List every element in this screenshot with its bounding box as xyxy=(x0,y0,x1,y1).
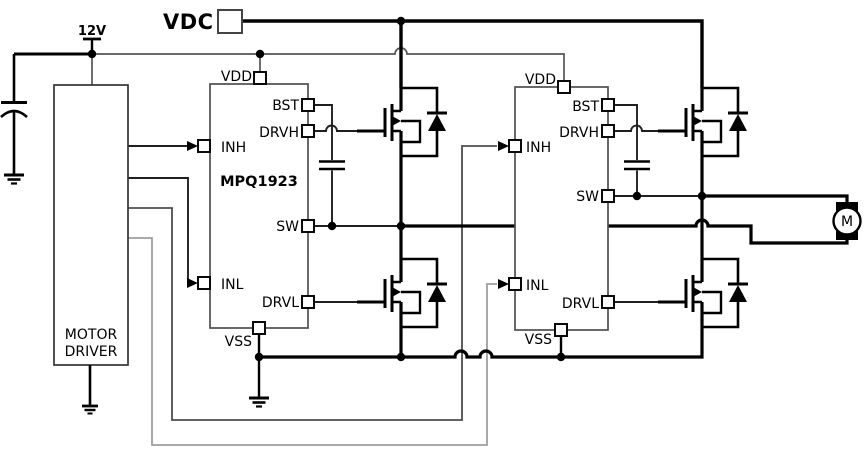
motor-driver-block xyxy=(53,84,129,406)
pin-bst-left xyxy=(301,98,315,112)
vdc-port-icon xyxy=(217,9,243,34)
pin-inl-left xyxy=(197,276,211,290)
input-capacitor xyxy=(0,54,28,174)
pin-label-drvl-right: DRVL xyxy=(562,296,599,312)
pin-label-vdd-left: VDD xyxy=(221,69,252,85)
mosfet-low-side-left xyxy=(355,257,449,329)
arrow-inh-right-icon xyxy=(498,141,509,151)
pin-label-inl-left: INL xyxy=(221,277,244,293)
v12-source xyxy=(14,37,101,56)
fet-source-links xyxy=(399,156,704,357)
pin-vss-right xyxy=(554,323,568,337)
ic-right-body xyxy=(514,86,609,331)
arrow-inl-right-icon xyxy=(498,279,509,289)
pin-label-vdd-right: VDD xyxy=(525,72,556,88)
pin-drvl-right xyxy=(601,295,615,309)
mosfet-high-side-left xyxy=(355,86,449,158)
mosfet-high-side-right xyxy=(656,86,750,158)
pin-sw-right xyxy=(601,189,615,203)
loop-wire-inh-right xyxy=(128,145,497,421)
drvh-left-wire xyxy=(314,124,360,132)
bst-cap-right xyxy=(614,104,650,196)
pin-label-inh-right: INH xyxy=(526,140,551,156)
inl-left-wire xyxy=(128,177,194,284)
ground-icon xyxy=(247,396,271,408)
motor-symbol xyxy=(832,202,862,240)
v12-label: 12V xyxy=(78,24,106,39)
pin-label-bst-left: BST xyxy=(272,98,299,114)
pin-bst-right xyxy=(601,98,615,112)
arrow-inh-left-icon xyxy=(187,141,198,151)
pin-label-drvl-left: DRVL xyxy=(262,295,299,311)
ic-left-part-label: MPQ1923 xyxy=(220,174,298,190)
pin-inh-left xyxy=(197,139,211,153)
drvh-right-wire xyxy=(614,124,661,132)
junction-dots xyxy=(87,16,707,362)
loop-wire-inl-right xyxy=(128,237,497,446)
ic-left-body xyxy=(209,83,309,329)
mosfet-low-side-right xyxy=(656,257,750,329)
vdc-label: VDC xyxy=(163,10,214,34)
pin-label-inl-right: INL xyxy=(526,278,549,294)
pin-sw-left xyxy=(301,219,315,233)
sw-node-left-to-motor xyxy=(399,218,849,259)
pin-label-sw-left: SW xyxy=(276,219,299,235)
pin-drvl-left xyxy=(301,295,315,309)
bst-cap-left xyxy=(314,104,345,226)
pin-vdd-left xyxy=(253,71,267,85)
pin-label-vss-right: VSS xyxy=(525,332,552,348)
pin-label-inh-left: INH xyxy=(221,140,246,156)
motor-label: M xyxy=(841,214,853,230)
pin-inh-right xyxy=(508,139,522,153)
pin-vss-left xyxy=(252,321,266,335)
pin-inl-right xyxy=(508,277,522,291)
motor-driver-label-1: MOTOR xyxy=(65,327,118,343)
arrow-inl-left-icon xyxy=(187,278,198,288)
pin-vdd-right xyxy=(557,80,571,94)
ground-rail xyxy=(257,327,704,398)
pin-drvh-right xyxy=(601,124,615,138)
pin-label-drvh-left: DRVH xyxy=(259,125,299,141)
pin-label-drvh-right: DRVH xyxy=(559,125,599,141)
motor-driver-label-2: DRIVER xyxy=(65,344,118,360)
vdc-net xyxy=(242,19,704,88)
pin-drvh-left xyxy=(301,124,315,138)
pin-label-vss-left: VSS xyxy=(225,334,252,350)
pin-label-sw-right: SW xyxy=(576,189,599,205)
ground-icon xyxy=(2,173,26,185)
rail-12v-net xyxy=(91,47,565,85)
ground-icon xyxy=(82,404,98,415)
pin-label-bst-right: BST xyxy=(572,99,599,115)
